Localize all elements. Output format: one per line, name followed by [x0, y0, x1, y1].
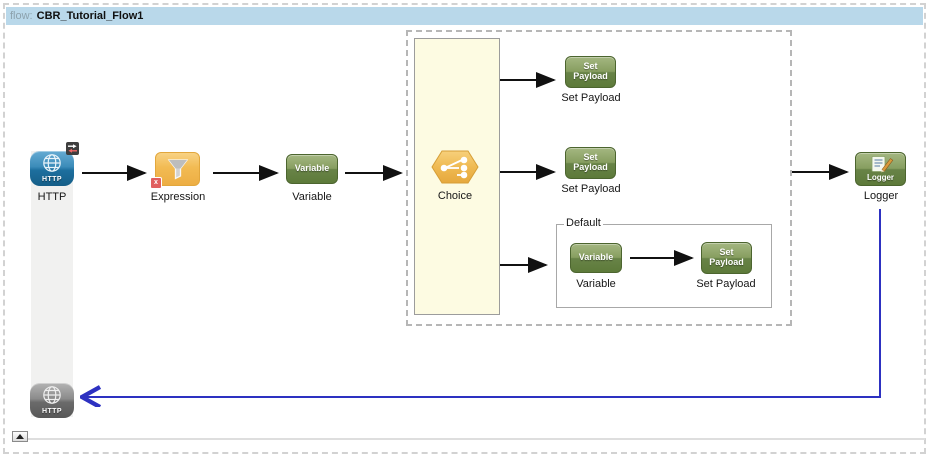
set-payload-button-2[interactable]: Set Payload [565, 147, 616, 179]
flow-title: CBR_Tutorial_Flow1 [36, 10, 144, 22]
flow-container-border [3, 3, 926, 454]
log-document-icon [871, 156, 893, 173]
expression-caption: Expression [150, 191, 206, 203]
flow-label: flow: [10, 10, 33, 22]
pencil-icon [880, 158, 893, 173]
default-set-payload-caption: Set Payload [696, 278, 756, 290]
choice-icon[interactable] [431, 150, 479, 184]
variable-button[interactable]: Variable [286, 154, 338, 184]
collapse-arrow-icon [16, 434, 24, 439]
funnel-icon [167, 159, 188, 180]
flow-header[interactable]: flow: CBR_Tutorial_Flow1 [6, 7, 923, 25]
branch-glyph-icon [440, 156, 468, 179]
default-set-payload-button-label: Set Payload [709, 247, 744, 267]
error-badge-icon: x [150, 177, 162, 189]
http-connector-icon[interactable]: HTTP [30, 151, 74, 186]
default-variable-button-label: Variable [578, 252, 614, 263]
globe-icon [43, 154, 61, 172]
default-variable-caption: Variable [576, 278, 616, 290]
logger-icon[interactable]: Logger [855, 152, 906, 186]
canvas-splitter[interactable] [12, 438, 925, 440]
expression-icon[interactable] [155, 152, 200, 186]
default-variable-button[interactable]: Variable [570, 243, 622, 273]
set-payload-button-2-label: Set Payload [573, 152, 608, 172]
set-payload-caption-2: Set Payload [561, 183, 621, 195]
exchange-badge-icon[interactable] [66, 142, 79, 155]
http-caption: HTTP [37, 191, 67, 203]
set-payload-button-1[interactable]: Set Payload [565, 56, 616, 88]
variable-caption: Variable [292, 191, 332, 203]
globe-icon [43, 386, 61, 404]
set-payload-caption-1: Set Payload [561, 92, 621, 104]
choice-caption: Choice [437, 190, 473, 202]
default-scope-title: Default [564, 217, 603, 229]
http-response-icon[interactable]: HTTP [30, 383, 74, 418]
set-payload-button-1-label: Set Payload [573, 61, 608, 81]
source-lane [31, 151, 73, 417]
variable-button-label: Variable [294, 163, 330, 174]
logger-icon-label: Logger [866, 173, 895, 182]
http-icon-label: HTTP [42, 176, 62, 183]
http-response-icon-label: HTTP [42, 408, 62, 415]
default-set-payload-button[interactable]: Set Payload [701, 242, 752, 274]
logger-caption: Logger [863, 190, 899, 202]
splitter-collapse-button[interactable] [12, 431, 28, 442]
